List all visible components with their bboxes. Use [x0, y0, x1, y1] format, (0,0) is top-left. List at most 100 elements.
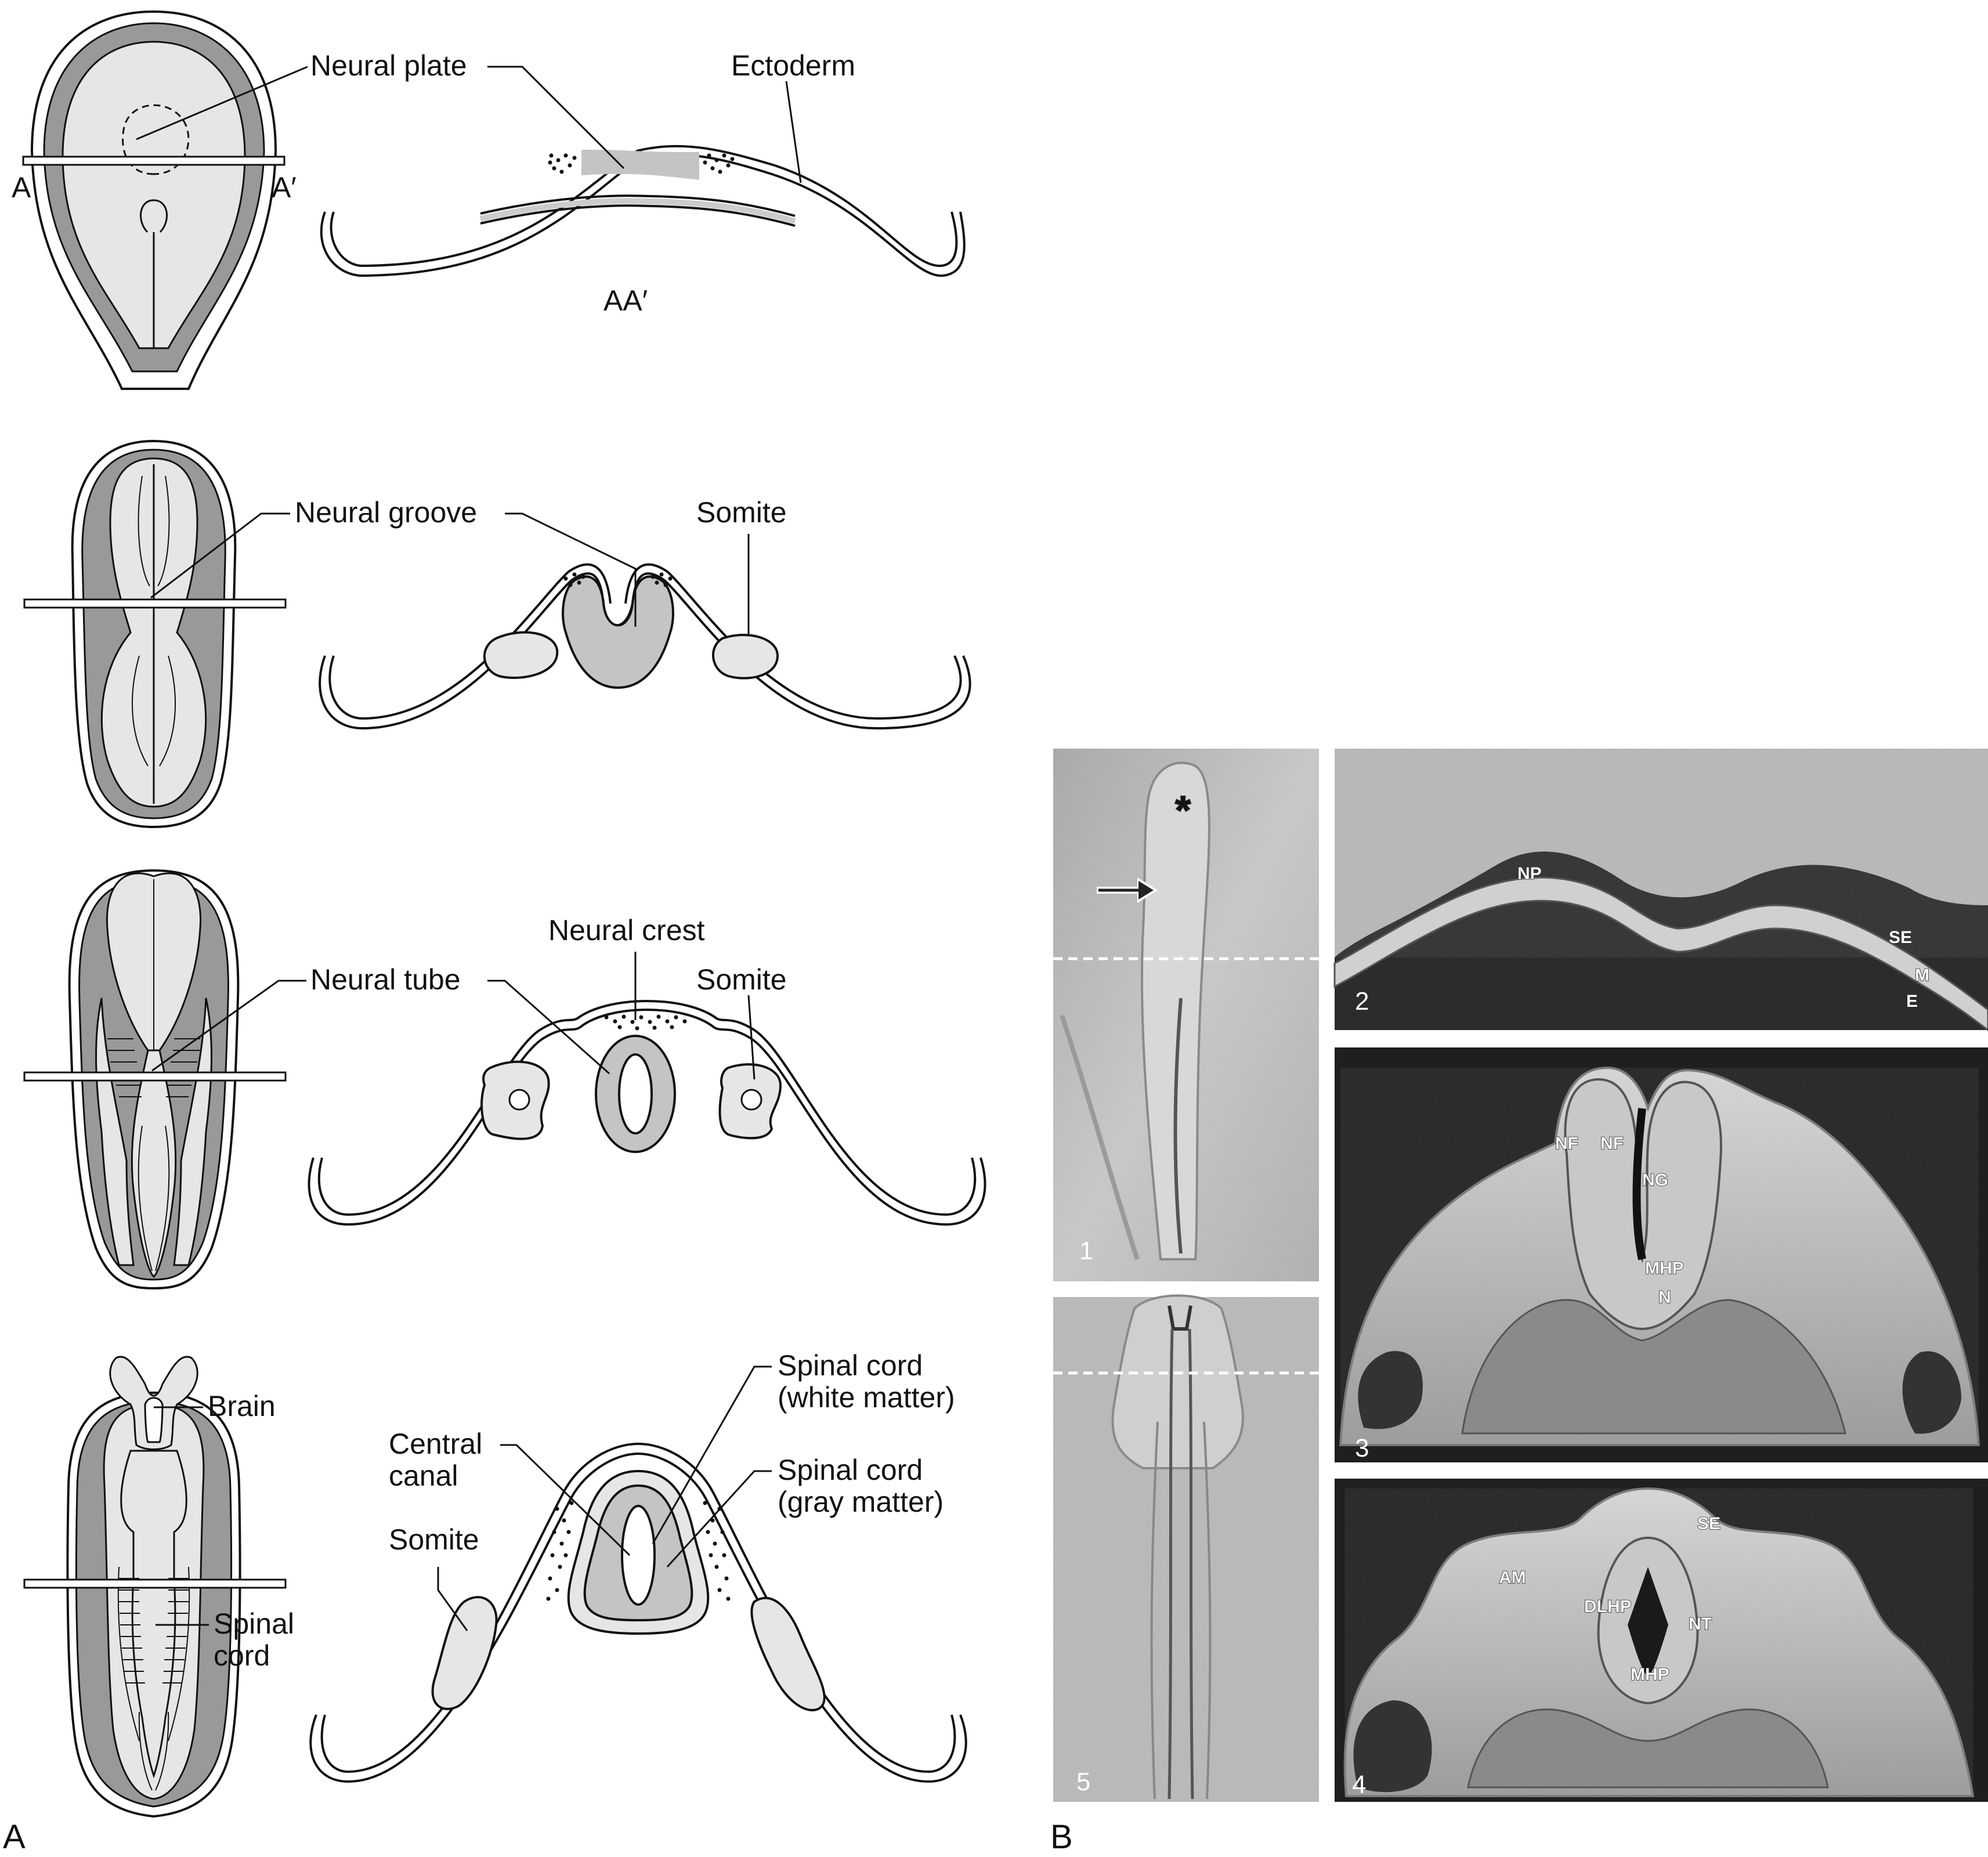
sem2-number: 2 — [1355, 987, 1369, 1016]
stage1-ectoderm-label: Ectoderm — [731, 49, 855, 82]
stage4-somite-leader — [437, 1567, 468, 1631]
sem4-SE-label: SE — [1697, 1514, 1720, 1533]
stage4-cross-section — [309, 1442, 967, 1783]
stage3-crest-dots — [604, 1014, 687, 1031]
stage3-embryo — [23, 869, 287, 1290]
stage1-embryo — [22, 10, 285, 390]
stage2-embryo — [23, 439, 287, 829]
stage3-cross-section — [308, 1000, 986, 1226]
stage4-ectoderm-inner — [320, 1442, 956, 1773]
stage4-somite-label: Somite — [389, 1523, 479, 1556]
sem3-lower-cavity — [1461, 1299, 1846, 1435]
sem2-neural-plate-layer — [1333, 876, 1988, 1031]
sem3-cavity-right — [1902, 1351, 1961, 1434]
sem1-arrow — [1097, 877, 1158, 903]
stage3-neural-tube-leader-b — [487, 980, 610, 1075]
stage4-white-matter-label-line2: (white matter) — [778, 1381, 955, 1414]
stage3-neural-tube-leader-a — [151, 980, 306, 1072]
sem4-NT-label: NT — [1689, 1614, 1712, 1634]
sem3-NF1-label: NF — [1555, 1134, 1578, 1153]
stage2-section-bar — [23, 598, 287, 609]
stage4-gray-matter-leader — [666, 1470, 772, 1568]
sem3-neural-folds — [1564, 1078, 1722, 1331]
stage1-endoderm-inner — [480, 204, 796, 227]
stage2-groove-right — [157, 475, 170, 587]
sem3-cavity-left — [1358, 1351, 1423, 1429]
stage4-gray-matter-label-line2: (gray matter) — [778, 1486, 944, 1518]
sem4-cavity-left — [1353, 1700, 1432, 1793]
stage1-section-bar — [22, 156, 285, 166]
stage1-ectoderm-inner — [330, 144, 958, 268]
sem3-NG-label: NG — [1642, 1170, 1668, 1190]
stage4-white-matter-label-line1: Spinal cord — [778, 1349, 923, 1382]
stage4-central-canal-label-line2: canal — [389, 1459, 458, 1492]
stage2-somite-left — [483, 631, 559, 679]
sem-image-5: 5 — [1053, 1294, 1319, 1802]
sem2-E-label: E — [1906, 992, 1918, 1011]
stage1-embryo-inner — [62, 41, 246, 349]
stage2-crest-dots — [563, 572, 673, 587]
stage4-central-canal — [621, 1505, 656, 1606]
stage3-somite-right-core — [740, 1089, 762, 1111]
stage4-brain-body — [120, 1450, 187, 1779]
stage3-ectoderm — [308, 1009, 986, 1226]
panel-a-letter: A — [3, 1818, 26, 1856]
sem4-DLHP-label: DLHP — [1584, 1597, 1632, 1616]
stage1-endoderm — [480, 194, 796, 217]
stage4-central-canal-label-line1: Central — [389, 1428, 482, 1460]
sem1-number: 1 — [1079, 1237, 1093, 1265]
sem3-MHP-label: MHP — [1645, 1259, 1684, 1278]
stage4-spinal-cord-label-line2: cord — [214, 1639, 270, 1672]
stage1-primitive-node — [139, 199, 168, 233]
stage4-ectoderm — [309, 1452, 967, 1783]
stage2-groove-left — [138, 475, 150, 587]
stage4-brain-label: Brain — [208, 1390, 276, 1422]
stage4-section-bar — [23, 1578, 287, 1589]
sem4-neural-canal — [1628, 1567, 1668, 1677]
sem4-MHP-label: MHP — [1631, 1665, 1669, 1684]
stage1-section-label: AA′ — [603, 284, 648, 317]
sem2-SE-label: SE — [1889, 928, 1912, 947]
sem4-AM-label: AM — [1499, 1568, 1526, 1587]
stage3-neural-tube-body — [131, 1049, 177, 1278]
stage3-somite-column-right — [173, 998, 212, 1266]
stage4-somite-left — [431, 1596, 498, 1710]
stage3-ectoderm-inner — [317, 1000, 977, 1216]
stage4-gray-matter-label-line1: Spinal cord — [778, 1454, 923, 1486]
sem2-M-label: M — [1915, 966, 1929, 985]
stage1-neural-crest-dots-left — [548, 153, 577, 174]
stage2-neural-groove-leader-a — [150, 512, 290, 599]
stage2-somite-right — [712, 634, 779, 680]
stage3-section-bar — [23, 1071, 287, 1082]
sem-image-4: SE AM DLHP NT MHP 4 — [1335, 1479, 1988, 1802]
sem2-NP-label: NP — [1517, 864, 1542, 883]
stage1-neural-plate-leader-a — [136, 66, 308, 140]
stage2-cross-section — [319, 563, 971, 730]
sem-image-2: NP SE M E 2 — [1333, 749, 1988, 1031]
stage4-spinal-cord-label-line1: Spinal — [214, 1607, 294, 1640]
stage3-neural-crest-label: Neural crest — [548, 914, 705, 946]
sem1-asterisk: * — [1175, 787, 1191, 833]
stage3-somite-column-left — [95, 998, 135, 1266]
sem5-head-folds — [1111, 1294, 1244, 1469]
sem4-lower-cavity — [1467, 1708, 1829, 1789]
sem3-number: 3 — [1355, 1434, 1369, 1462]
sem-image-3: NF NF NG MHP N 3 — [1335, 1047, 1988, 1462]
stage4-embryo — [23, 1356, 287, 1818]
stage3-somite-left-core — [508, 1089, 530, 1111]
sem5-number: 5 — [1076, 1768, 1090, 1796]
stage3-somite-leader — [747, 995, 756, 1080]
sem1-neural-fold — [1141, 761, 1210, 1260]
stage3-neural-canal — [618, 1053, 653, 1135]
stage1-section-left-label: A — [12, 171, 31, 204]
stage2-neural-groove-leader-b — [505, 512, 637, 627]
stage4-white-matter-leader — [652, 1365, 772, 1544]
stage3-neural-tube-label: Neural tube — [310, 963, 461, 996]
stage4-central-canal-leader — [500, 1444, 631, 1556]
sem-image-1: * 1 — [1053, 749, 1319, 1281]
stage4-somite-right — [750, 1596, 826, 1711]
stage2-somite-label: Somite — [696, 496, 787, 529]
stage1-section-right-label: A′ — [272, 171, 297, 204]
stage1-neural-plate-section — [581, 150, 699, 180]
